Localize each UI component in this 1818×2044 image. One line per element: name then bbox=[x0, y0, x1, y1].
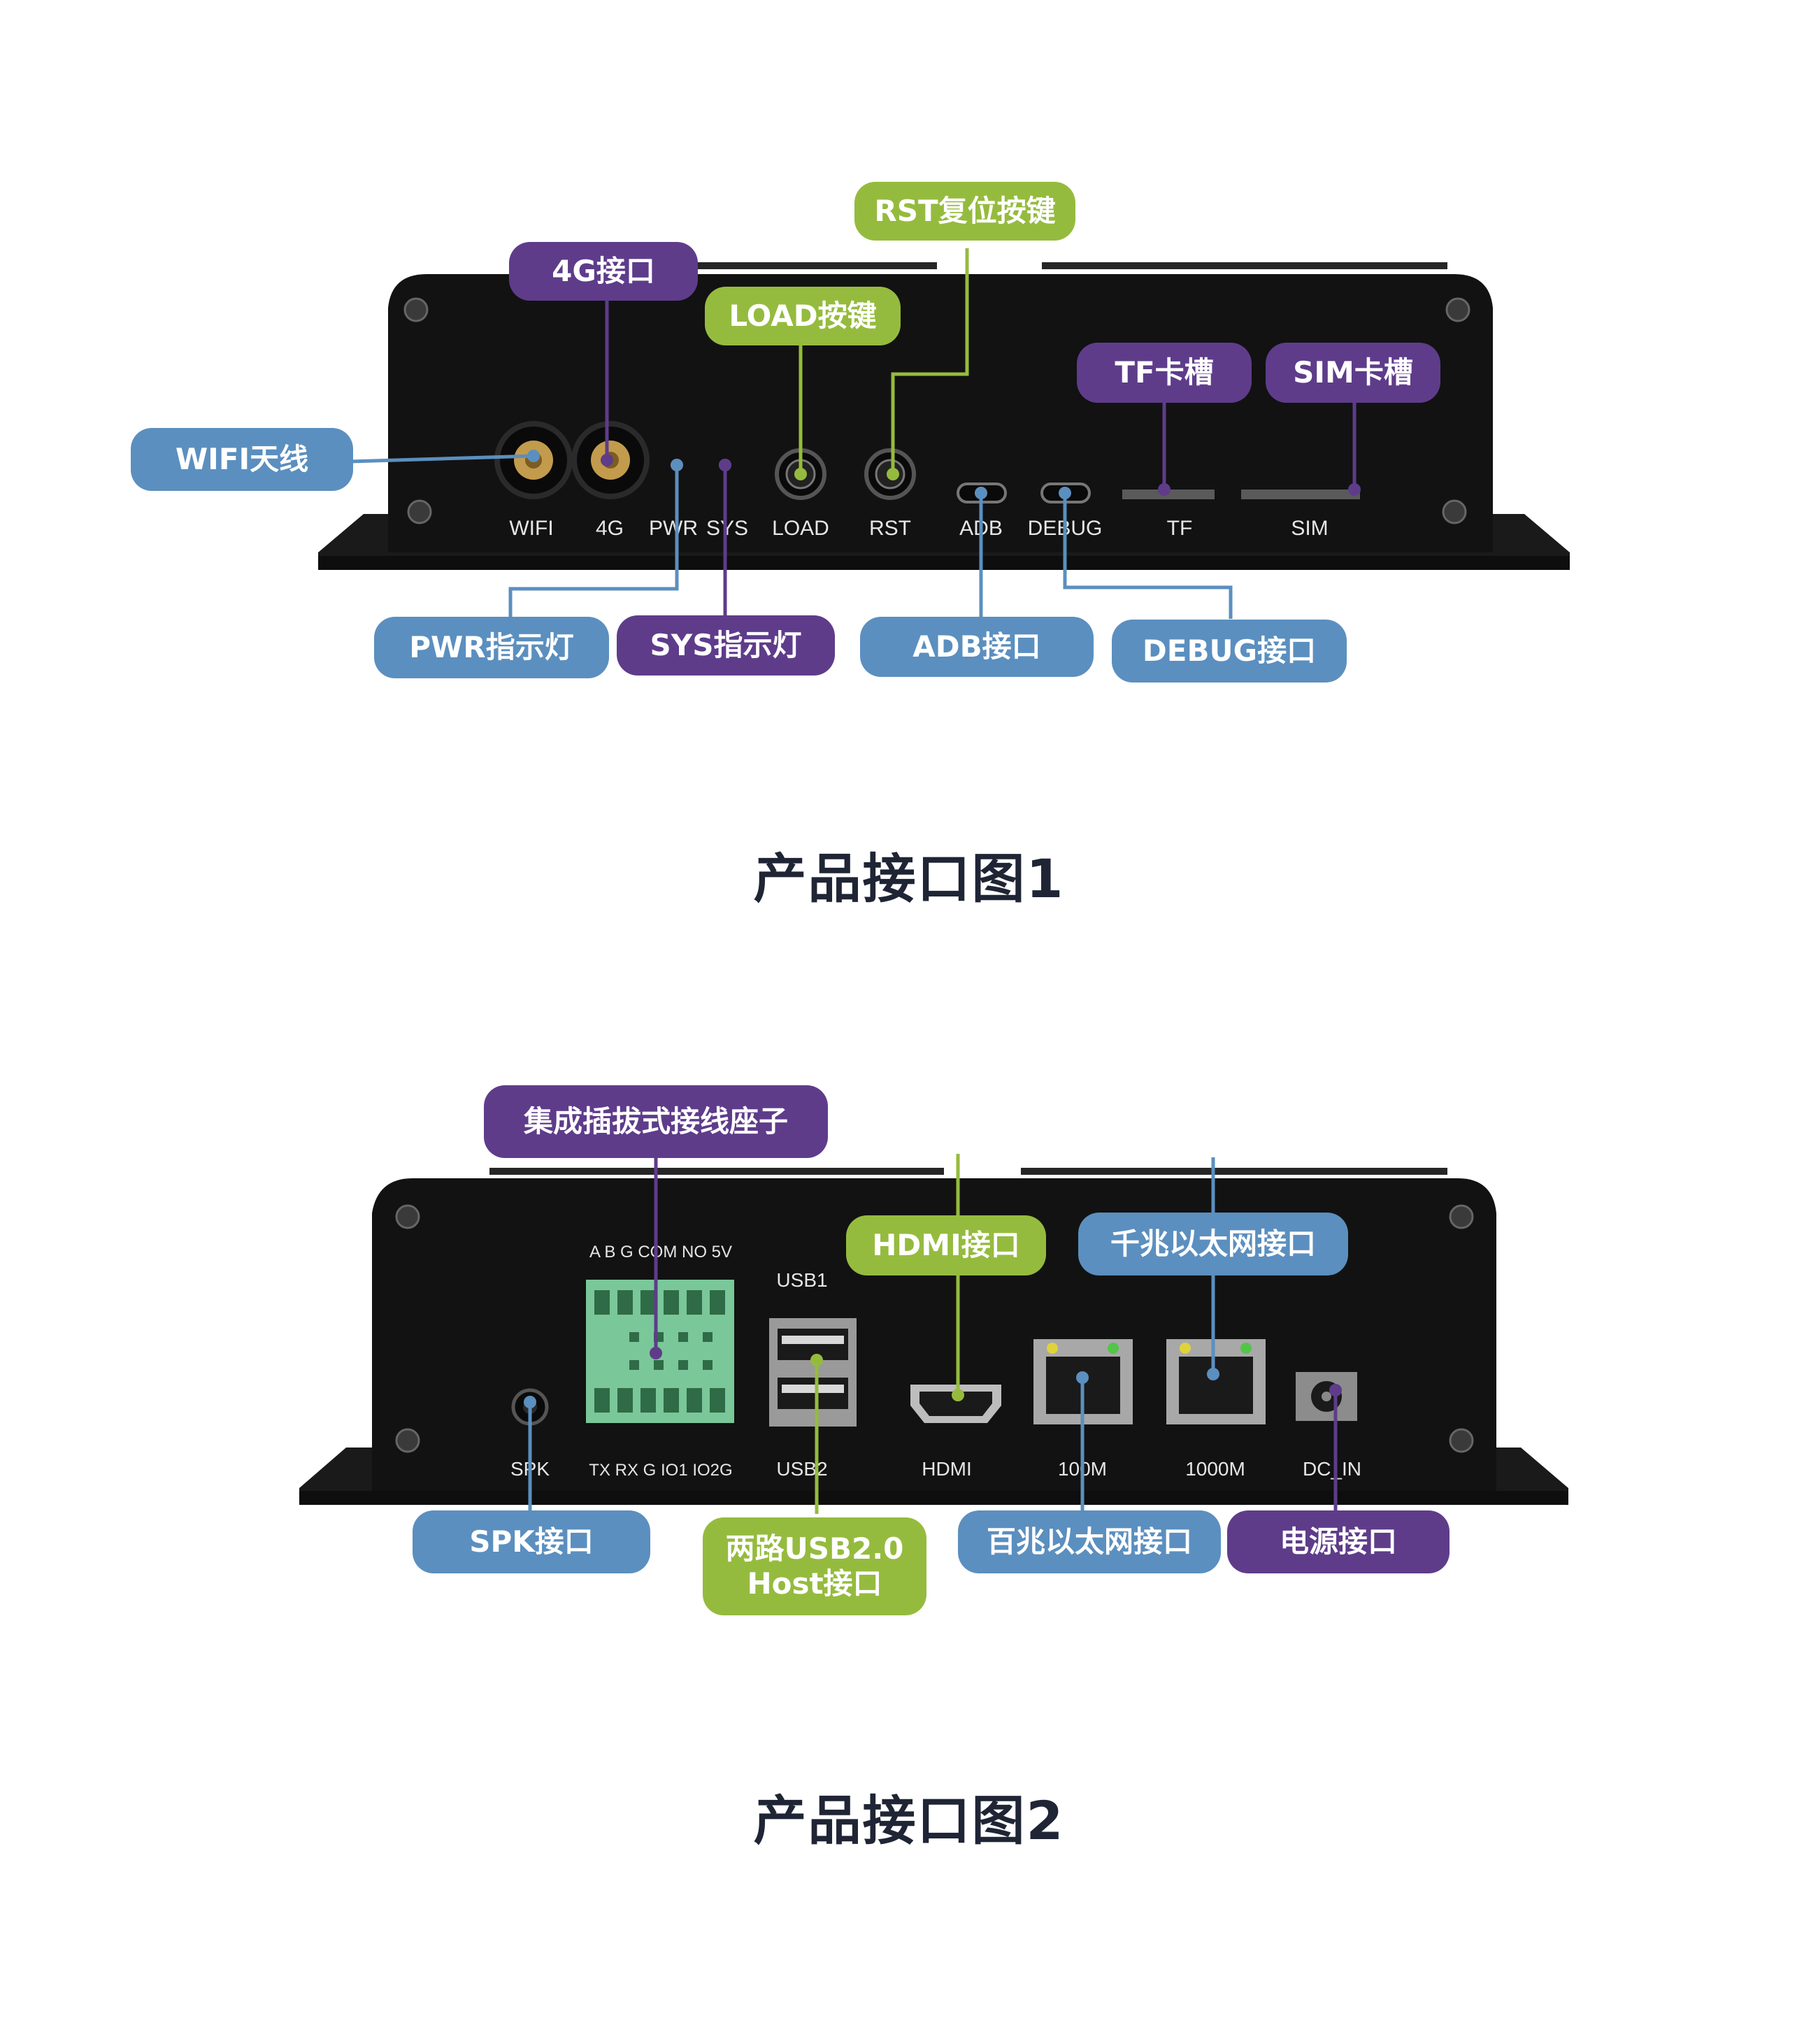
terminal-top-label: A B G COM NO 5V bbox=[589, 1243, 732, 1262]
spk-callout: SPK接口 bbox=[413, 1510, 650, 1573]
leader-dots bbox=[524, 1347, 1342, 1408]
sys-led-callout: SYS指示灯 bbox=[617, 615, 835, 676]
port-label: LOAD bbox=[772, 517, 829, 540]
dc-in-jack bbox=[1296, 1372, 1357, 1421]
sim-slot-callout: SIM卡槽 bbox=[1266, 343, 1440, 403]
load-button-callout: LOAD按键 bbox=[705, 287, 901, 345]
fast-ethernet-callout: 百兆以太网接口 bbox=[958, 1510, 1221, 1573]
device-rear-panel: SPK USB1 USB2 HDMI 100M 1000M DC_IN A B … bbox=[299, 1154, 1568, 1514]
port-label: WIFI bbox=[509, 517, 553, 540]
port-label: USB2 bbox=[776, 1458, 827, 1480]
figure-1-caption: 产品接口图1 bbox=[753, 848, 1065, 910]
tf-slot bbox=[1122, 489, 1215, 499]
hdmi-callout: HDMI接口 bbox=[846, 1215, 1046, 1275]
4g-callout: 4G接口 bbox=[509, 242, 698, 301]
gigabit-ethernet-callout: 千兆以太网接口 bbox=[1078, 1213, 1348, 1275]
dual-usb-port bbox=[769, 1318, 857, 1427]
terminal-bottom-label: TX RX G IO1 IO2G bbox=[589, 1461, 732, 1480]
tf-slot-callout: TF卡槽 bbox=[1077, 343, 1252, 403]
leader-lines bbox=[349, 248, 1357, 619]
usb-host-callout: 两路USB2.0 Host接口 bbox=[703, 1517, 926, 1615]
port-label: SYS bbox=[706, 517, 748, 540]
figure-2-caption: 产品接口图2 bbox=[753, 1789, 1065, 1852]
port-label: HDMI bbox=[922, 1458, 972, 1480]
power-input-callout: 电源接口 bbox=[1227, 1510, 1450, 1573]
pwr-led-callout: PWR指示灯 bbox=[374, 617, 609, 678]
port-label: RST bbox=[869, 517, 911, 540]
port-label: SIM bbox=[1291, 517, 1328, 540]
wifi-antenna-callout: WIFI天线 bbox=[131, 428, 353, 491]
adb-callout: ADB接口 bbox=[860, 617, 1094, 677]
port-label: PWR bbox=[649, 517, 698, 540]
usb-host-callout-line1: 两路USB2.0 bbox=[725, 1531, 904, 1566]
terminal-block-callout: 集成插拔式接线座子 bbox=[484, 1085, 828, 1158]
port-label: TF bbox=[1167, 517, 1193, 540]
usb-host-callout-line2: Host接口 bbox=[747, 1566, 882, 1601]
sim-slot bbox=[1241, 489, 1360, 499]
port-label: DC_IN bbox=[1303, 1458, 1361, 1480]
port-label: 1000M bbox=[1185, 1458, 1245, 1480]
port-label: USB1 bbox=[776, 1269, 827, 1291]
leader-dots bbox=[527, 450, 1361, 499]
terminal-block bbox=[586, 1280, 734, 1423]
rj45-1000m-port bbox=[1166, 1339, 1266, 1424]
rst-button-callout: RST复位按键 bbox=[854, 182, 1075, 241]
port-label: 4G bbox=[596, 517, 624, 540]
debug-callout: DEBUG接口 bbox=[1112, 620, 1347, 682]
